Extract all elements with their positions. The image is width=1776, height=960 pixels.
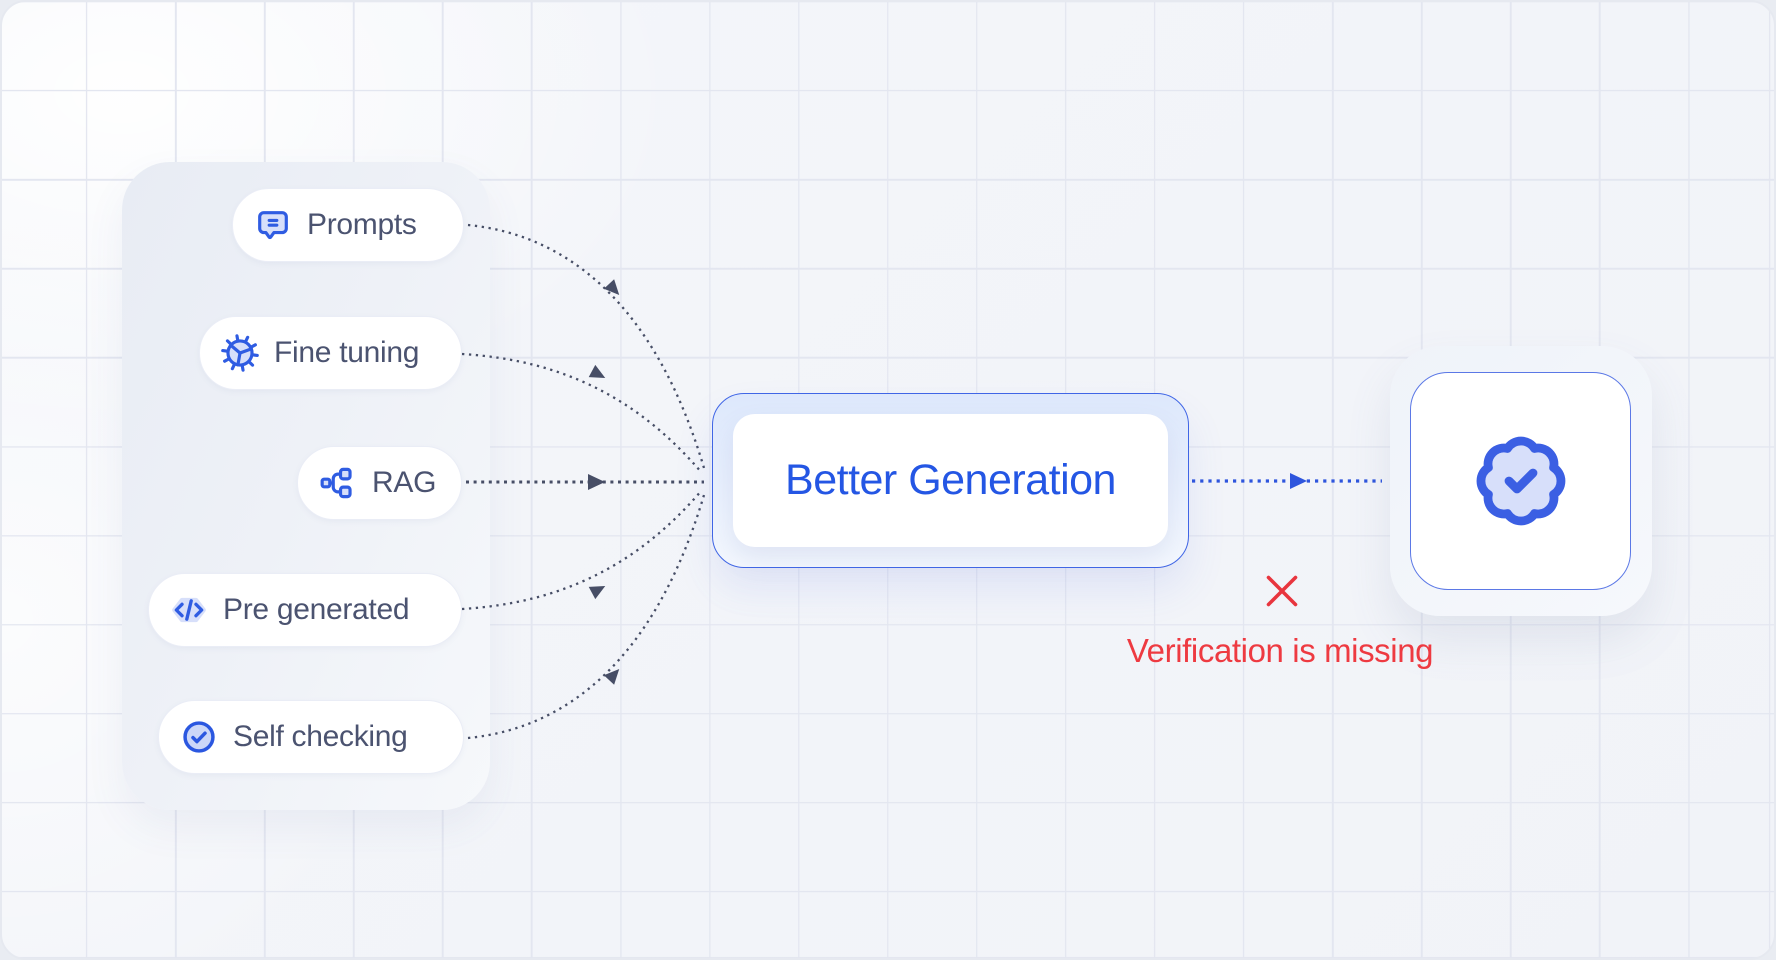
node-pre-generated: Pre generated [148,573,462,647]
edge-to-verification [1192,473,1382,489]
node-prompts: Prompts [232,188,464,262]
code-icon [172,597,206,623]
x-mark-icon [1266,575,1298,607]
badge-check-icon [1476,436,1565,526]
edge-fine-tuning [461,352,703,474]
node-label: Fine tuning [274,336,420,369]
node-label: RAG [372,466,437,499]
node-fine-tuning: Fine tuning [199,316,462,390]
node-label: Pre generated [223,593,410,626]
message-square-icon [258,211,288,240]
gear-icon [221,334,259,372]
edge-self-checking [467,494,706,740]
edge-arrowheads [588,279,620,685]
node-label: Prompts [307,208,417,241]
edge-prompts [467,223,706,469]
node-better-generation: Better Generation [712,393,1189,568]
edge-pre-generated [461,489,703,611]
check-circle-icon [183,721,215,753]
node-label: Self checking [233,720,408,753]
error-label: Verification is missing [1126,632,1434,669]
node-self-checking: Self checking [158,700,464,774]
node-verified [1390,346,1652,616]
node-rag: RAG [297,446,462,520]
hierarchy-icon [320,467,352,499]
node-label: Better Generation [733,414,1168,547]
